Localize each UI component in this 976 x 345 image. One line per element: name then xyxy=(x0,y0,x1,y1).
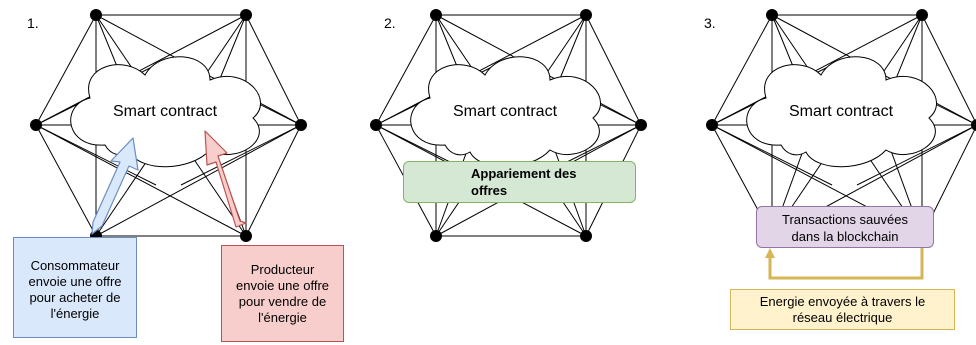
network-node xyxy=(240,230,252,242)
network-node xyxy=(30,119,42,131)
network-edge xyxy=(375,14,437,126)
network-node xyxy=(295,119,307,131)
network-node xyxy=(90,9,102,21)
network-node xyxy=(370,119,382,131)
panel-number: 2. xyxy=(384,15,396,31)
network-node xyxy=(916,9,928,21)
panel-number: 1. xyxy=(27,15,39,31)
network-node xyxy=(635,119,647,131)
network-edge xyxy=(375,14,587,126)
network-edge xyxy=(35,14,97,126)
panel-number: 3. xyxy=(704,15,716,31)
smart-contract-label: Smart contract xyxy=(453,103,558,120)
network-node xyxy=(580,230,592,242)
network-edge xyxy=(245,124,302,237)
network-node xyxy=(430,9,442,21)
smart-contract-cloud xyxy=(746,56,937,168)
panel-labels: 1. 2. 3. xyxy=(27,15,716,31)
network-edge xyxy=(711,124,833,186)
network-edge xyxy=(35,124,247,237)
network-edge xyxy=(35,124,97,237)
transactions-saved-box: Transactions sauvées dans la blockchain xyxy=(756,206,934,248)
network-edge xyxy=(921,14,976,125)
network-edge xyxy=(180,124,302,186)
network-edge xyxy=(35,14,247,126)
network-node xyxy=(706,119,718,131)
network-node xyxy=(580,9,592,21)
network-edge xyxy=(711,14,773,126)
network-node xyxy=(430,230,442,242)
energy-sent-box: Energie envoyée à travers le réseau élec… xyxy=(730,289,955,330)
network-edge xyxy=(585,14,642,126)
network-node xyxy=(240,9,252,21)
energy-flow-arrow xyxy=(765,240,924,280)
network-edge xyxy=(35,124,157,186)
producer-arrow xyxy=(204,130,247,228)
network-edge xyxy=(711,14,923,126)
network-edge xyxy=(856,124,976,186)
network-edge xyxy=(95,124,302,237)
consumer-arrow xyxy=(91,137,139,235)
smart-contract-label: Smart contract xyxy=(113,103,218,120)
consumer-offer-box: Consommateur envoie une offre pour achet… xyxy=(13,237,137,338)
network-node xyxy=(971,119,976,131)
producer-offer-box: Producteur envoie une offre pour vendre … xyxy=(221,245,344,342)
network-node xyxy=(766,9,778,21)
offer-matching-box: Appariement des offres xyxy=(403,161,636,203)
network-edge xyxy=(245,14,302,126)
smart-contract-clouds: Smart contract Smart contract Smart contra… xyxy=(70,56,937,168)
smart-contract-label: Smart contract xyxy=(789,103,894,120)
